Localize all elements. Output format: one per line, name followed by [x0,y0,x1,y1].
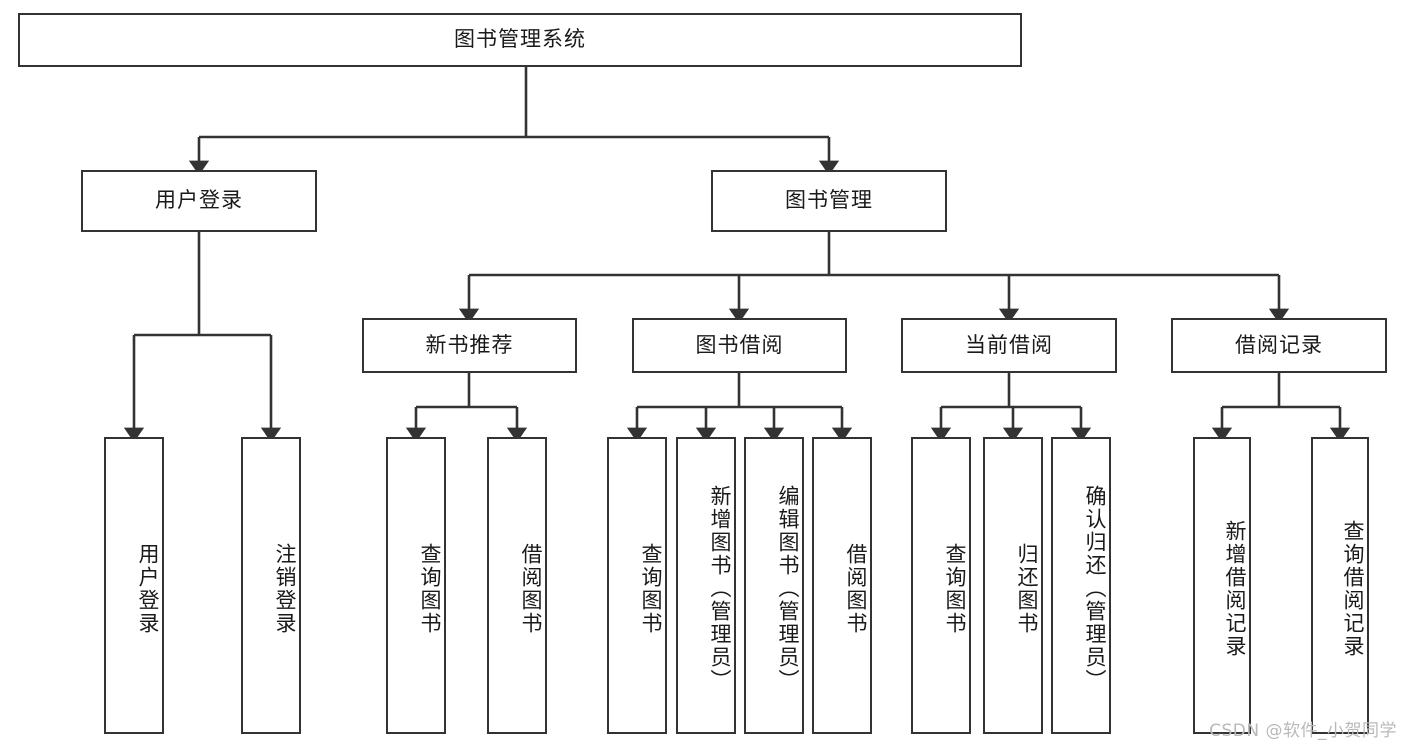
node-current-borrow-label: 当前借阅 [965,332,1053,357]
node-book-manage-label: 图书管理 [785,188,873,213]
leaf-confirm-return-label: 确认归还（管理员） [1083,485,1107,692]
leaf-add-book[interactable]: 新增图书（管理员） [676,437,736,734]
leaf-confirm-return[interactable]: 确认归还（管理员） [1051,437,1111,734]
leaf-user-login[interactable]: 用户登录 [104,437,164,734]
leaf-borrow-book-label: 借阅图书 [844,542,868,635]
node-new-book-recommend-label: 新书推荐 [425,332,514,357]
node-user-login-label: 用户登录 [155,188,243,213]
node-new-book-recommend[interactable]: 新书推荐 [362,318,577,373]
leaf-borrow-book[interactable]: 借阅图书 [812,437,872,734]
leaf-query-record[interactable]: 查询借阅记录 [1311,437,1369,734]
node-book-borrow-label: 图书借阅 [695,332,784,357]
leaf-return-book-label: 归还图书 [1015,542,1039,635]
node-root-label: 图书管理系统 [454,27,586,52]
node-borrow-record-label: 借阅记录 [1235,332,1323,357]
leaf-add-record[interactable]: 新增借阅记录 [1193,437,1251,734]
node-user-login[interactable]: 用户登录 [81,170,317,232]
leaf-query-record-label: 查询借阅记录 [1341,519,1365,658]
leaf-borrow-book-new-label: 借阅图书 [519,542,543,635]
leaf-return-book[interactable]: 归还图书 [983,437,1043,734]
leaf-borrow-book-new[interactable]: 借阅图书 [487,437,547,734]
connector-lines [123,67,1351,443]
node-root[interactable]: 图书管理系统 [18,13,1022,67]
leaf-logout-label: 注销登录 [273,542,297,635]
leaf-query-book-cur[interactable]: 查询图书 [911,437,971,734]
node-current-borrow[interactable]: 当前借阅 [901,318,1117,373]
leaf-query-book-new[interactable]: 查询图书 [386,437,446,734]
watermark: CSDN @软件_小贺同学 [1209,721,1397,741]
leaf-query-book-cur-label: 查询图书 [943,542,967,635]
leaf-query-book-new-label: 查询图书 [418,542,442,635]
node-book-manage[interactable]: 图书管理 [711,170,947,232]
leaf-query-book[interactable]: 查询图书 [607,437,667,734]
node-borrow-record[interactable]: 借阅记录 [1171,318,1387,373]
leaf-logout[interactable]: 注销登录 [241,437,301,734]
leaf-add-record-label: 新增借阅记录 [1223,519,1247,658]
leaf-edit-book-label: 编辑图书（管理员） [776,485,800,692]
leaf-user-login-label: 用户登录 [136,542,160,635]
leaf-edit-book[interactable]: 编辑图书（管理员） [744,437,804,734]
leaf-query-book-label: 查询图书 [639,542,663,635]
leaf-add-book-label: 新增图书（管理员） [708,485,732,692]
node-book-borrow[interactable]: 图书借阅 [632,318,847,373]
